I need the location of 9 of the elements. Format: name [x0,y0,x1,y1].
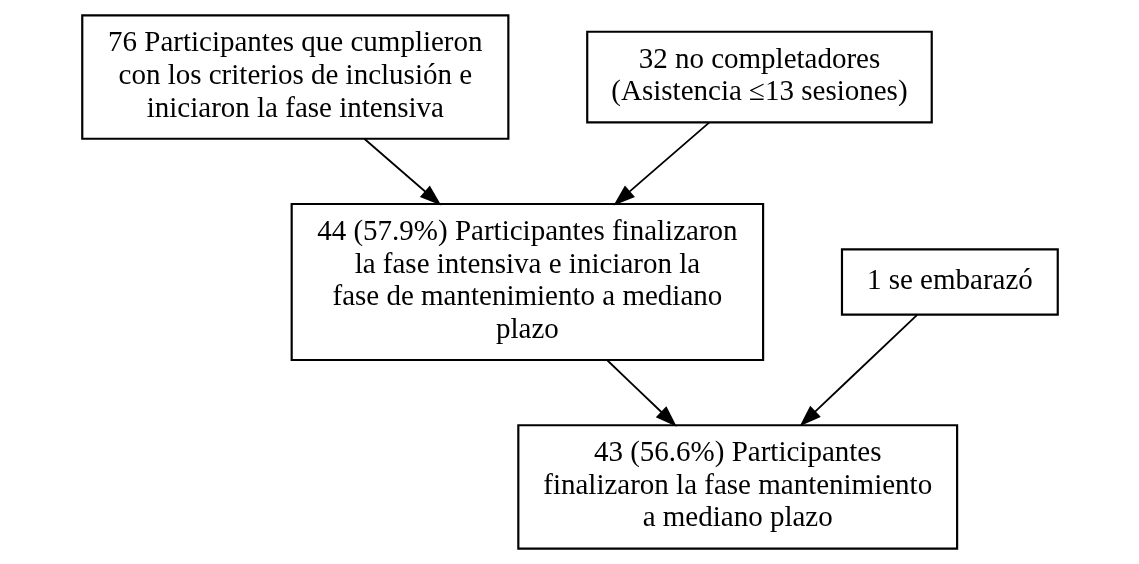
arrow [799,313,918,427]
node-box: 32 no completadores (Asistencia ≤13 sesiones) [585,30,933,124]
node-box: 43 (56.6%) Participantes finalizaron la fase mantenimiento a mediano plazo [516,424,958,550]
arrow [362,137,441,206]
arrow [606,359,677,427]
node-box: 1 se embarazó [840,248,1059,316]
arrow [613,121,710,206]
node-box: 76 Participantes que cumplieron con los criterios de inclusión e iniciaron la fase intensiva [80,14,509,140]
node-box: 44 (57.9%) Participantes finalizaron la fase intensiva e iniciaron la fase de mantenimiento a mediano plazo [290,202,764,362]
